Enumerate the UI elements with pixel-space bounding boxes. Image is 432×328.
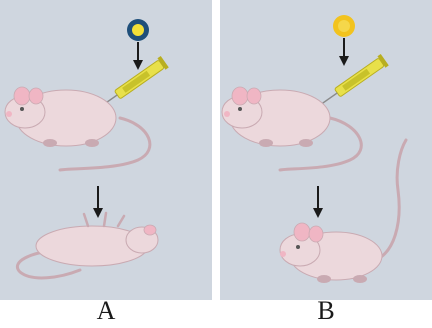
panel-b: B	[220, 0, 432, 300]
panel-b-label: B	[220, 296, 432, 326]
panel-b-illustration	[220, 0, 432, 300]
panel-b-bacteria-icon	[333, 15, 355, 37]
panel-a: A	[0, 0, 212, 300]
panel-a-label: A	[0, 296, 212, 326]
panel-a-illustration	[0, 0, 212, 300]
panel-a-bacteria-icon	[127, 19, 149, 41]
